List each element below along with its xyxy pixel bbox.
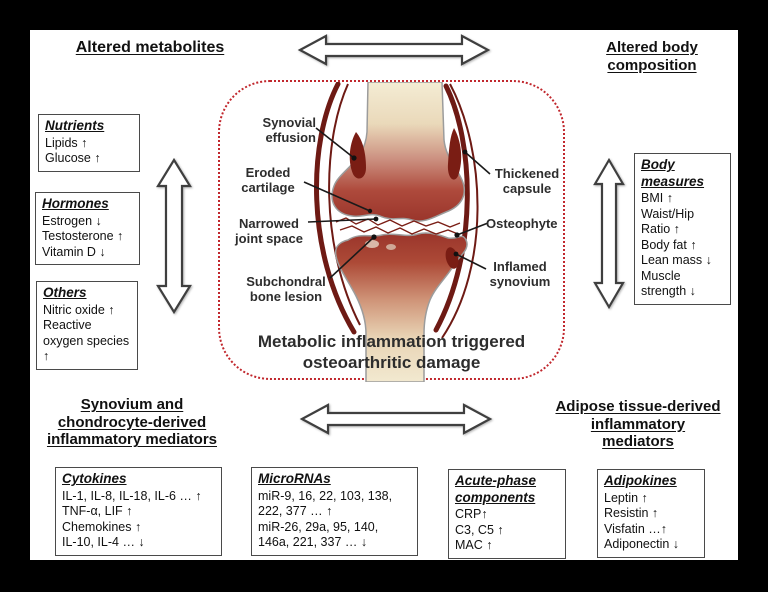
label-osteophyte: Osteophyte — [486, 216, 558, 231]
figure-caption: Metabolic inflammation triggered osteoar… — [257, 332, 526, 372]
hormones-item: Estrogen ↓ — [42, 213, 102, 228]
subchondral-lesion-spot — [386, 244, 396, 250]
cytokines-title: Cytokines — [62, 471, 127, 486]
joint-capsule-right-inner — [433, 83, 470, 333]
adipokines-item: Visfatin …↑ — [604, 521, 667, 536]
eroded-cartilage-line — [339, 225, 459, 235]
label-subchondral-bone-lesion: Subchondral bone lesion — [246, 274, 326, 304]
joint-capsule-left-inner — [328, 83, 361, 326]
cytokines-box: Cytokines IL-1, IL-8, IL-18, IL-6 … ↑ TN… — [55, 467, 222, 556]
hormones-item: Testosterone ↑ — [42, 229, 124, 244]
adipokines-box: Adipokines Leptin ↑ Resistin ↑ Visfatin … — [597, 469, 705, 558]
label-eroded-cartilage: Eroded cartilage — [241, 165, 295, 195]
heading-adipose-mediators: Adipose tissue-derived inflammatory medi… — [555, 398, 721, 451]
nutrients-item: Glucose ↑ — [45, 151, 101, 166]
body-measures-box: Body measures BMI ↑ Waist/Hip Ratio ↑ Bo… — [634, 153, 731, 305]
nutrients-title: Nutrients — [45, 118, 105, 133]
label-thickened-capsule: Thickened capsule — [494, 166, 560, 196]
body-measures-item: Lean mass ↓ — [641, 253, 712, 268]
leader-dots — [351, 149, 468, 257]
double-arrow-bottom-horizontal — [299, 403, 493, 435]
body-measures-item: Waist/Hip Ratio ↑ — [641, 206, 695, 237]
others-title: Others — [43, 285, 87, 300]
adipokines-item: Leptin ↑ — [604, 490, 648, 505]
heading-synovium-mediators: Synovium and chondrocyte-derived inflamm… — [46, 396, 218, 449]
body-measures-item: Body fat ↑ — [641, 237, 697, 252]
knee-joint-illustration — [303, 82, 491, 382]
label-synovial-effusion: Synovial effusion — [262, 115, 316, 145]
joint-capsule-right-outer — [441, 83, 479, 339]
others-box: Others Nitric oxide ↑ Reactive oxygen sp… — [36, 281, 138, 370]
hormones-title: Hormones — [42, 196, 109, 211]
synovial-effusion-blob — [349, 132, 366, 179]
cytokines-item: Chemokines ↑ — [62, 519, 142, 534]
eroded-cartilage-line — [335, 217, 461, 228]
hormones-item: Vitamin D ↓ — [42, 244, 106, 259]
heading-altered-metabolites: Altered metabolites — [75, 39, 225, 56]
femur-bone — [331, 82, 466, 222]
hormones-box: Hormones Estrogen ↓ Testosterone ↑ Vitam… — [35, 192, 140, 266]
cytokines-item: IL-1, IL-8, IL-18, IL-6 … ↑ — [62, 488, 202, 503]
adipokines-title: Adipokines — [604, 473, 677, 488]
others-item: Reactive oxygen species ↑ — [43, 318, 130, 364]
acute-phase-box: Acute-phase components CRP↑ C3, C5 ↑ MAC… — [448, 469, 566, 559]
body-measures-item: BMI ↑ — [641, 191, 673, 206]
acute-phase-item: C3, C5 ↑ — [455, 522, 504, 537]
acute-phase-item: CRP↑ — [455, 507, 488, 522]
cytokines-item: TNF-α, LIF ↑ — [62, 504, 133, 519]
nutrients-box: Nutrients Lipids ↑ Glucose ↑ — [38, 114, 140, 172]
body-measures-title: Body measures — [641, 157, 705, 189]
joint-capsule-left-outer — [314, 82, 357, 335]
adipokines-item: Resistin ↑ — [604, 506, 659, 521]
label-narrowed-joint-space: Narrowed joint space — [235, 216, 303, 246]
adipokines-item: Adiponectin ↓ — [604, 537, 680, 552]
cytokines-item: IL-10, IL-4 … ↓ — [62, 535, 145, 550]
leader-lines — [303, 127, 491, 279]
nutrients-item: Lipids ↑ — [45, 135, 88, 150]
double-arrow-top-horizontal — [297, 34, 491, 66]
double-arrow-right-vertical — [593, 157, 625, 310]
osteoarthritis-joint-figure: Synovial effusion Eroded cartilage Narro… — [218, 80, 565, 382]
thickened-capsule-blob — [447, 128, 462, 180]
label-inflamed-synovium: Inflamed synovium — [489, 259, 551, 289]
heading-altered-body-composition: Altered body composition — [606, 39, 698, 74]
micrornas-item: miR-26, 29a, 95, 140, 146a, 221, 337 … ↓ — [258, 519, 379, 550]
micrornas-box: MicroRNAs miR-9, 16, 22, 103, 138, 222, … — [251, 467, 418, 556]
micrornas-item: miR-9, 16, 22, 103, 138, 222, 377 … ↑ — [258, 488, 393, 519]
acute-phase-title: Acute-phase components — [455, 473, 537, 505]
others-item: Nitric oxide ↑ — [43, 302, 115, 317]
slide-background: Altered metabolites Altered body composi… — [30, 30, 738, 560]
acute-phase-item: MAC ↑ — [455, 538, 493, 553]
micrornas-title: MicroRNAs — [258, 471, 331, 486]
body-measures-item: Muscle strength ↓ — [641, 268, 696, 299]
double-arrow-left-vertical — [156, 157, 192, 315]
